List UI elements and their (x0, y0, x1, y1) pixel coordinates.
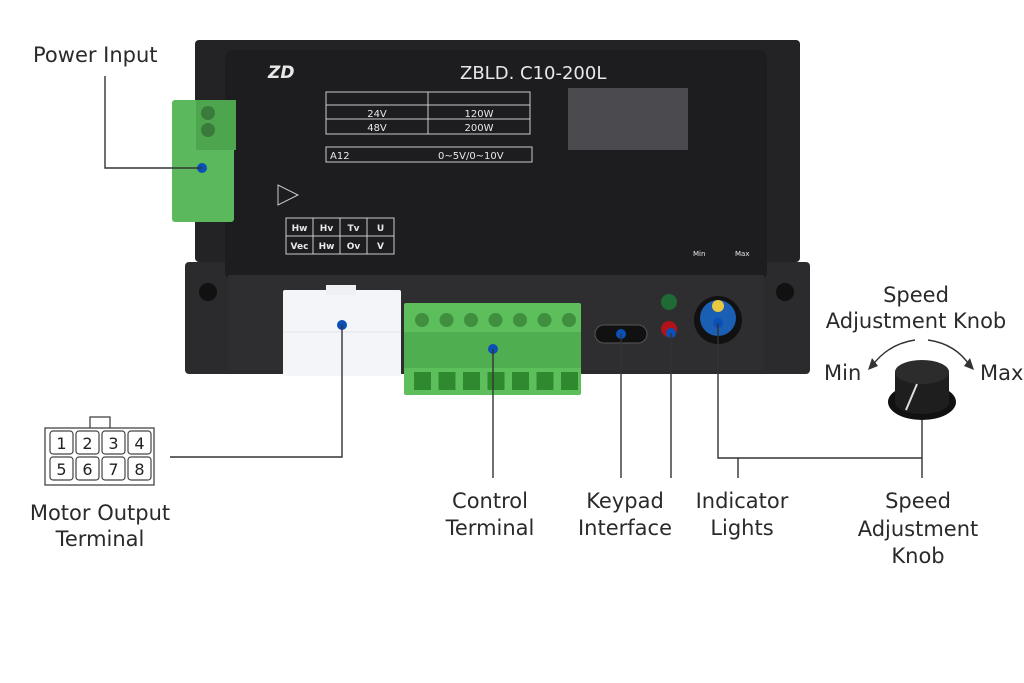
terminal-slot[interactable] (561, 372, 578, 390)
motor-pin-label: V (377, 242, 384, 252)
label-indicator-lights: Indicator (696, 489, 789, 513)
motor-pin-label: Hw (292, 224, 308, 234)
speed-adjustment-knob[interactable] (888, 360, 956, 420)
label-speed-knob-top: Speed (883, 283, 949, 307)
analog-code: A12 (330, 151, 350, 162)
pin-number: 6 (82, 460, 92, 479)
warning-icon (277, 184, 300, 206)
label-keypad-interface: Interface (578, 516, 672, 540)
motor-pin-label: Hw (319, 242, 335, 252)
pin-number: 8 (134, 460, 144, 479)
model-number: ZBLD. C10-200L (460, 63, 606, 84)
pin-number: 3 (108, 434, 118, 453)
spec-voltage: 48V (367, 123, 387, 134)
pin-cell (49, 430, 74, 455)
label-speed-knob-top: Adjustment Knob (826, 309, 1007, 333)
terminal-screw-icon[interactable] (439, 313, 454, 327)
power-input-terminal[interactable] (172, 100, 236, 222)
pin-cell (75, 430, 100, 455)
terminal-slot[interactable] (414, 372, 431, 390)
terminal-screw-icon[interactable] (488, 313, 503, 327)
label-keypad-interface: Keypad (586, 489, 664, 513)
pot-min-mark: Min (693, 250, 705, 258)
terminal-screw-icon[interactable] (415, 313, 429, 327)
motor-pin-label: Tv (347, 224, 359, 234)
pin-number: 7 (108, 460, 118, 479)
motor-pin-label: Vec (291, 242, 309, 252)
pin-cell (127, 456, 152, 481)
pot-screw-icon (712, 300, 724, 312)
label-motor-output: Terminal (55, 527, 145, 551)
spec-table: 24V 120W 48V 200W (325, 91, 531, 135)
pin-cell (101, 456, 126, 481)
label-motor-output: Motor Output (30, 501, 170, 525)
label-control-terminal: Control (452, 489, 528, 513)
pin-number: 5 (56, 460, 66, 479)
motor-pin-label: Ov (347, 242, 361, 252)
label-power-input: Power Input (33, 43, 158, 67)
label-max: Max (980, 361, 1023, 385)
pin-cell (75, 456, 100, 481)
green-indicator-light (661, 294, 677, 310)
pin-number: 1 (56, 434, 66, 453)
terminal-screw-icon[interactable] (562, 313, 576, 327)
pin-number: 2 (82, 434, 92, 453)
terminal-screw-icon[interactable] (464, 313, 478, 327)
brand-logo: ZD (267, 63, 294, 83)
spec-voltage: 24V (367, 109, 387, 120)
terminal-slot[interactable] (536, 372, 554, 390)
label-control-terminal: Terminal (445, 516, 535, 540)
motor-pin-label: Hv (320, 224, 334, 234)
label-speed-knob: Knob (891, 544, 944, 568)
terminal-slot[interactable] (463, 372, 480, 390)
terminal-slot[interactable] (512, 372, 529, 390)
motor-pin-label: U (377, 224, 384, 234)
analog-box (325, 146, 533, 163)
pin-cell (127, 430, 152, 455)
pin-cell (101, 430, 126, 455)
analog-range: 0~5V/0~10V (438, 151, 504, 162)
pin-cell (49, 456, 74, 481)
motor-pin-cell (366, 235, 395, 255)
terminal-slot[interactable] (438, 372, 456, 390)
label-speed-knob: Speed (885, 489, 951, 513)
terminal-slot[interactable] (487, 372, 505, 390)
spec-power: 120W (465, 109, 494, 120)
screw-icon (199, 283, 217, 301)
terminal-screw-icon[interactable] (537, 313, 552, 327)
spec-power: 200W (465, 123, 494, 134)
qr-code-blurred (568, 88, 688, 150)
pot-max-mark: Max (735, 250, 749, 258)
terminal-screw-icon[interactable] (513, 313, 527, 327)
label-speed-knob: Adjustment (858, 517, 979, 541)
label-indicator-lights: Lights (710, 516, 773, 540)
screw-icon (776, 283, 794, 301)
pin-number: 4 (134, 434, 144, 453)
callout-lines (104, 76, 923, 478)
label-min: Min (824, 361, 861, 385)
